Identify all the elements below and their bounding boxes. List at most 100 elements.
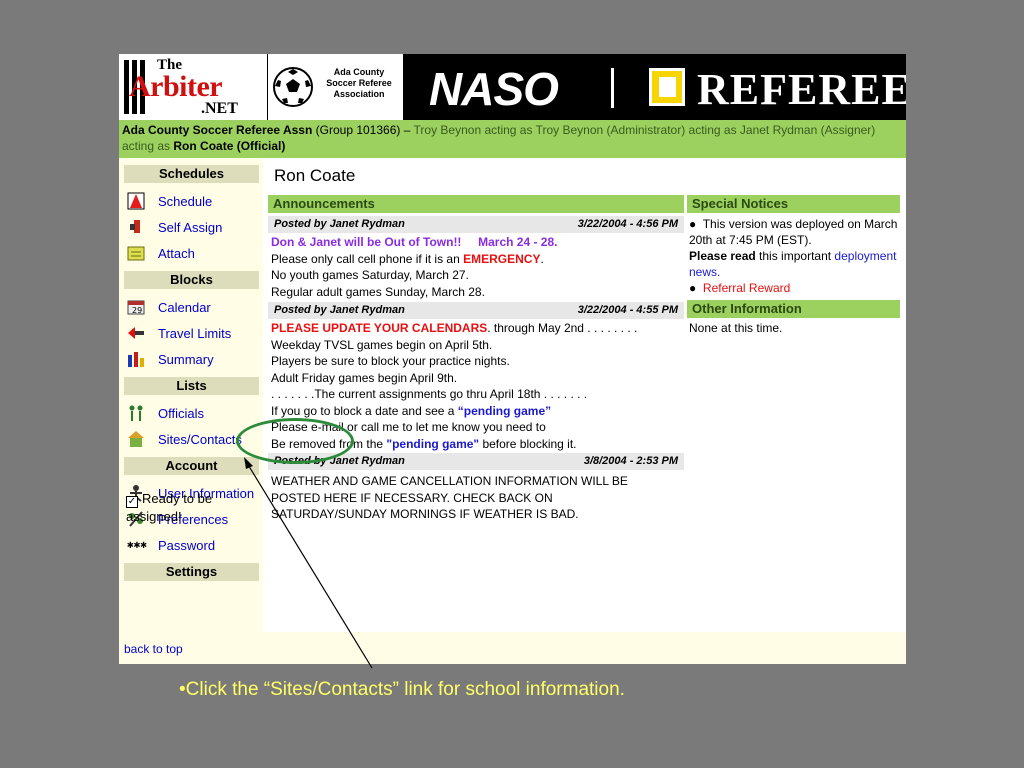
sidebar-item-calendar[interactable]: 29 Calendar (127, 297, 261, 317)
notice-item: ● This version was deployed on March 20t… (689, 217, 898, 279)
ready-to-be-assigned-setting: ✓Ready to be assigned! (126, 490, 256, 525)
sidebar-section-lists: Lists (124, 377, 259, 395)
naso-logo: NASO (429, 63, 559, 115)
association-name: Ada County Soccer Referee Association (326, 67, 392, 99)
sidebar: Schedules Schedule Self Assign Attach Bl… (119, 158, 263, 632)
arbiter-logo-net: .NET (201, 100, 238, 117)
calendar-icon: 29 (127, 298, 145, 316)
sidebar-link-schedule[interactable]: Schedule (158, 193, 213, 209)
announcement-line: No youth games Saturday, March 27. (271, 268, 469, 282)
sidebar-link-officials[interactable]: Officials (158, 405, 204, 421)
announcement-highlight: March 24 - 28. (478, 235, 558, 249)
arbiter-window: The Arbiter .NET Ada County Soccer Refer… (119, 54, 906, 664)
back-to-top-link[interactable]: back to top (124, 642, 183, 656)
post-author: Posted by Janet Rydman (274, 304, 405, 316)
page-title: Ron Coate (274, 166, 356, 185)
acting-as-chain: Troy Beynon acting as Troy Beynon (Admin… (122, 123, 876, 153)
announcement-line: WEATHER AND GAME CANCELLATION INFORMATIO… (271, 474, 628, 488)
sidebar-link-calendar[interactable]: Calendar (158, 299, 211, 315)
announcement-text: If you go to block a date and see a (271, 403, 458, 418)
sidebar-item-sites-contacts[interactable]: Sites/Contacts (127, 429, 261, 449)
referral-reward-link[interactable]: Referral Reward (702, 281, 791, 295)
post-date: 3/22/2004 - 4:55 PM (577, 304, 678, 316)
sidebar-item-summary[interactable]: Summary (127, 349, 261, 369)
sidebar-item-user-information[interactable]: User Information (127, 483, 261, 503)
notice-item: ● Referral Reward (689, 281, 791, 295)
sidebar-link-user-information[interactable]: User Information (158, 485, 255, 501)
sidebar-link-sites-contacts[interactable]: Sites/Contacts (158, 431, 242, 447)
sidebar-item-password[interactable]: ✱✱✱ Password (127, 535, 261, 555)
announcement-text: Please only call cell phone if it is an (271, 251, 464, 266)
sidebar-section-schedules: Schedules (124, 165, 259, 183)
sidebar-section-account: Account (124, 457, 259, 475)
other-information-text: None at this time. (689, 321, 783, 335)
barcode-icon (124, 60, 152, 114)
announcement-text: . through May 2nd . . . . . . . . (487, 321, 638, 335)
association-logo: Ada County Soccer Referee Association (268, 54, 403, 120)
sidebar-link-password[interactable]: Password (158, 537, 216, 553)
announcement-line: Adult Friday games begin April 9th. (271, 370, 458, 385)
announcement-line: Don & Janet will be Out of Town!! March … (271, 234, 557, 251)
arbiter-logo[interactable]: The Arbiter .NET (119, 54, 267, 120)
announcements-header: Announcements (268, 195, 684, 213)
travel-limits-icon (127, 324, 145, 342)
sidebar-link-attach[interactable]: Attach (158, 245, 195, 261)
sidebar-link-preferences[interactable]: Preferences (158, 511, 229, 527)
announcement-line: If you go to block a date and see a “pen… (271, 403, 551, 420)
site-banner: The Arbiter .NET Ada County Soccer Refer… (119, 54, 906, 120)
announcement-line: SATURDAY/SUNDAY MORNINGS IF WEATHER IS B… (271, 507, 579, 521)
post-author: Posted by Janet Rydman (274, 218, 405, 230)
slide-caption: •Click the “Sites/Contacts” link for sch… (179, 679, 625, 700)
sites-contacts-icon (127, 430, 145, 448)
announcement-line: Players be sure to block your practice n… (271, 354, 510, 368)
banner-divider (611, 68, 614, 108)
whistle-icon (649, 68, 685, 106)
sidebar-link-summary[interactable]: Summary (158, 351, 214, 367)
attach-icon (127, 244, 145, 262)
preferences-icon (127, 510, 145, 528)
sidebar-link-travel-limits[interactable]: Travel Limits (158, 325, 232, 341)
arbiter-logo-name: Arbiter (129, 70, 223, 103)
svg-text:29: 29 (132, 306, 142, 315)
highlight-circle (236, 418, 354, 464)
password-icon: ✱✱✱ (127, 538, 147, 551)
summary-icon (127, 350, 145, 368)
announcement-text: . (540, 251, 544, 266)
notice-text: this important (755, 249, 835, 263)
post-header-2: Posted by Janet Rydman 3/22/2004 - 4:55 … (268, 302, 684, 319)
sidebar-link-self-assign[interactable]: Self Assign (158, 219, 223, 235)
org-name: Ada County Soccer Referee Assn (122, 123, 313, 137)
sidebar-item-self-assign[interactable]: Self Assign (127, 217, 261, 237)
announcement-text: before blocking it. (479, 436, 577, 451)
session-context-bar: Ada County Soccer Referee Assn (Group 10… (119, 120, 906, 158)
announcement-emphasis: PLEASE UPDATE YOUR CALENDARS (271, 321, 488, 335)
ready-label-line2: assigned! (126, 509, 182, 524)
schedule-icon (127, 192, 145, 210)
sidebar-item-attach[interactable]: Attach (127, 243, 261, 263)
group-id: (Group 101366) (315, 123, 401, 137)
announcement-line: Regular adult games Sunday, March 28. (271, 284, 485, 299)
soccer-ball-icon (273, 67, 313, 107)
referee-logo: REFEREE (697, 65, 906, 114)
deployment-news-link[interactable]: deployment news. (689, 249, 897, 279)
announcement-emphasis: EMERGENCY (463, 251, 541, 266)
context-dash: – (403, 123, 411, 137)
other-information-header: Other Information (687, 300, 900, 318)
sidebar-item-schedule[interactable]: Schedule (127, 191, 261, 211)
sidebar-item-travel-limits[interactable]: Travel Limits (127, 323, 261, 343)
sidebar-item-preferences[interactable]: Preferences (127, 509, 261, 529)
announcement-line: PLEASE UPDATE YOUR CALENDARS. through Ma… (271, 320, 637, 337)
special-notices-header: Special Notices (687, 195, 900, 213)
notice-text: This version was deployed on March 20th … (689, 217, 898, 247)
post-date: 3/8/2004 - 2:53 PM (583, 455, 678, 467)
announcement-line: . . . . . . .The current assignments go … (271, 387, 588, 401)
ready-label-line1: Ready to be (142, 491, 213, 506)
sidebar-item-officials[interactable]: Officials (127, 403, 261, 423)
self-assign-icon (127, 218, 145, 236)
post-header-1: Posted by Janet Rydman 3/22/2004 - 4:56 … (268, 216, 684, 233)
main-content: Ron Coate Announcements Posted by Janet … (263, 158, 906, 632)
sidebar-section-settings: Settings (124, 563, 259, 581)
sidebar-section-blocks: Blocks (124, 271, 259, 289)
announcement-line: POSTED HERE IF NECESSARY. CHECK BACK ON (271, 490, 553, 505)
